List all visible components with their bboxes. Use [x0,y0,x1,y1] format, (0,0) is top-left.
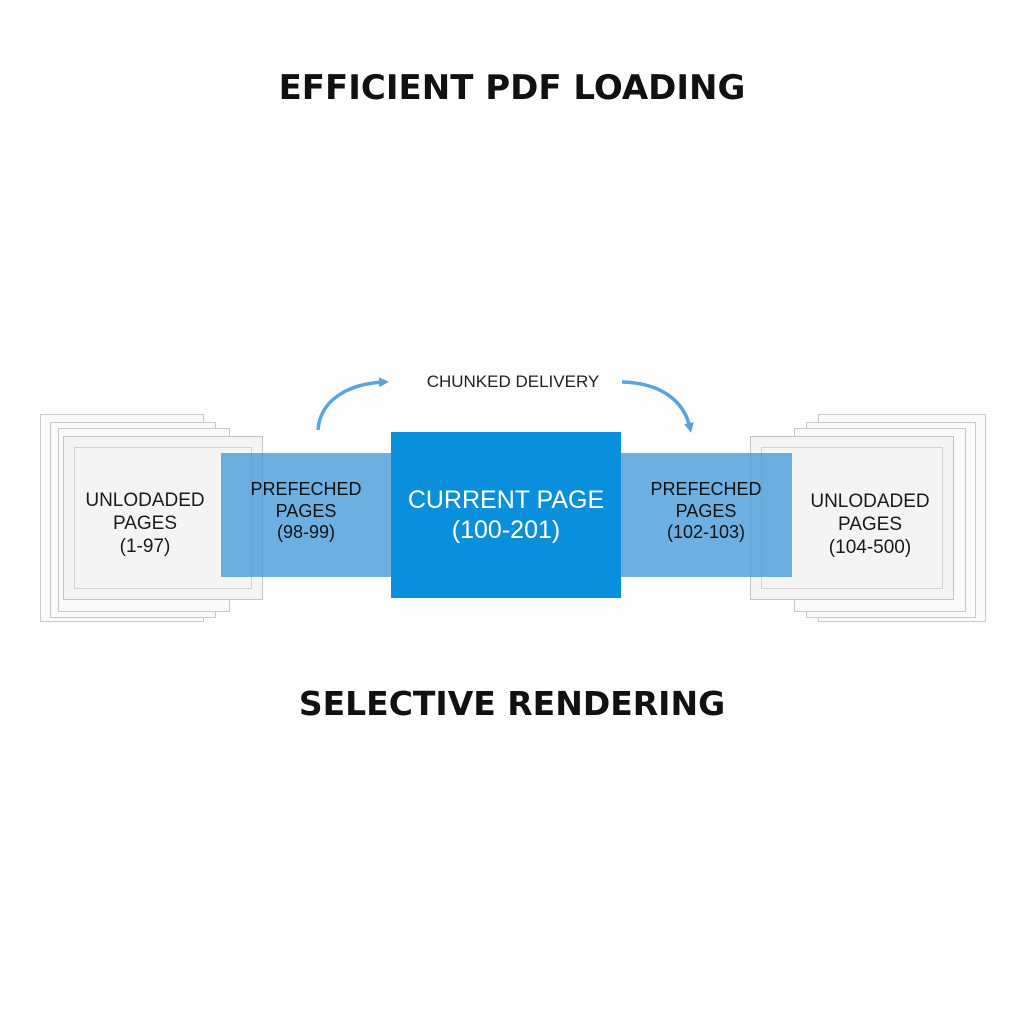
curved-arrow-right-icon [621,380,694,433]
curved-arrow-left-icon [316,377,389,431]
label-line: UNLODADED [810,491,930,512]
page-title: EFFICIENT PDF LOADING [278,68,746,108]
label-line: PAGES [675,500,737,521]
label-line: PREFECHED [250,479,362,499]
section-subtitle: SELECTIVE RENDERING [298,684,726,723]
chunked-delivery-label: CHUNKED DELIVERY [426,372,600,391]
label-line: CURRENT PAGE [407,486,605,514]
label-line: (104-500) [828,536,912,558]
label-line: PAGES [112,512,178,534]
label-line: PAGES [837,513,903,535]
prefetched-band-right [621,453,792,577]
prefetched-right-label: PREFECHED PAGES (102-103) [631,479,781,544]
current-page-block [391,432,621,598]
unloaded-left-label: UNLODADED PAGES (1-97) [70,490,220,558]
label-line: PAGES [275,500,337,521]
label-line: (100-201) [451,516,561,544]
label-line: PREFECHED [650,479,762,499]
prefetched-left-label: PREFECHED PAGES (98-99) [231,479,381,544]
label-line: UNLODADED [85,490,205,511]
label-line: (1-97) [119,535,171,557]
label-line: (98-99) [276,522,336,543]
prefetched-band-left [221,453,391,577]
unloaded-right-label: UNLODADED PAGES (104-500) [795,491,945,559]
current-page-label: CURRENT PAGE (100-201) [391,485,621,545]
label-line: (102-103) [666,522,746,543]
